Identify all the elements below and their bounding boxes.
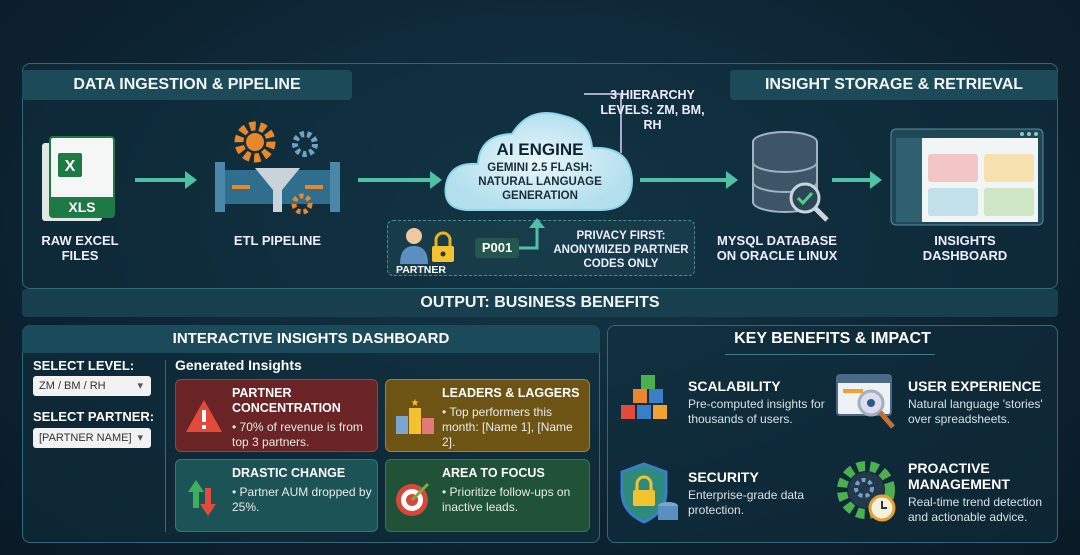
excel-file-icon: X <box>40 135 122 230</box>
insight-card-area-to-focus[interactable]: AREA TO FOCUS • Prioritize follow-ups on… <box>385 459 590 532</box>
partner-code: P001 <box>475 238 519 258</box>
privacy-note: PRIVACY FIRST: ANONYMIZED PARTNER CODES … <box>553 230 689 270</box>
dashboard-label: INSIGHTS DASHBOARD <box>922 233 1008 263</box>
generated-insights-title: Generated Insights <box>175 357 302 373</box>
magnifier-eye-icon <box>835 373 901 438</box>
cloud-icon <box>440 100 640 225</box>
card-body: • Partner AUM dropped by 25%. <box>232 485 372 514</box>
benefit-title: SCALABILITY <box>688 378 781 394</box>
card-body: • 70% of revenue is from top 3 partners. <box>232 420 363 449</box>
benefit-body: Real-time trend detection and actionable… <box>908 495 1043 524</box>
partner-label: PARTNER <box>396 264 446 276</box>
insight-card-partner-concentration[interactable]: PARTNER CONCENTRATION • 70% of revenue i… <box>175 379 378 452</box>
benefit-title: USER EXPERIENCE <box>908 378 1042 394</box>
ingestion-header: DATA INGESTION & PIPELINE <box>22 70 352 100</box>
hierarchy-connector <box>584 93 622 153</box>
raw-excel-label: RAW EXCEL FILES <box>41 233 119 263</box>
insight-card-leaders-laggers[interactable]: ★ LEADERS & LAGGERS • Top performers thi… <box>385 379 590 452</box>
benefit-scalability: SCALABILITY Pre-computed insights for th… <box>688 378 868 427</box>
arrow-icon <box>832 171 882 189</box>
output-header: OUTPUT: BUSINESS BENEFITS <box>22 289 1058 317</box>
select-level-label: SELECT LEVEL: <box>33 358 135 373</box>
select-partner-label: SELECT PARTNER: <box>33 409 155 424</box>
gear-clock-icon <box>836 460 902 531</box>
arrow-icon <box>135 171 197 189</box>
card-body: • Prioritize follow-ups on inactive lead… <box>442 485 571 514</box>
benefit-user-experience: USER EXPERIENCE Natural language 'storie… <box>908 378 1080 427</box>
benefits-title-underline <box>725 354 935 355</box>
insight-card-drastic-change[interactable]: DRASTIC CHANGE • Partner AUM dropped by … <box>175 459 378 532</box>
database-icon <box>745 128 835 228</box>
select-partner-dropdown[interactable]: [PARTNER NAME] <box>33 428 151 448</box>
shield-lock-icon <box>620 462 682 529</box>
podium-icon: ★ <box>396 398 434 434</box>
up-arrow-icon <box>519 218 549 257</box>
ai-engine-subtitle: GEMINI 2.5 FLASH: NATURAL LANGUAGE GENER… <box>478 162 602 202</box>
divider <box>165 360 166 532</box>
arrow-icon <box>358 171 442 189</box>
card-title: PARTNER CONCENTRATION <box>232 386 341 415</box>
up-down-arrows-icon <box>188 480 216 516</box>
card-title: AREA TO FOCUS <box>442 466 545 480</box>
storage-header: INSIGHT STORAGE & RETRIEVAL <box>730 70 1058 100</box>
benefit-title: SECURITY <box>688 469 759 485</box>
warning-icon <box>186 400 222 432</box>
cubes-icon <box>617 373 679 436</box>
svg-text:X: X <box>65 158 76 175</box>
hierarchy-note: 3 HIERARCHY LEVELS: ZM, BM, RH <box>600 88 705 132</box>
benefit-title: PROACTIVE MANAGEMENT <box>908 460 1010 492</box>
dashboard-preview-icon <box>890 128 1044 231</box>
target-icon <box>396 482 430 516</box>
card-body: • Top performers this month: [Name 1], [… <box>442 405 573 449</box>
partner-user-icon <box>398 226 460 271</box>
card-title: DRASTIC CHANGE <box>232 466 346 480</box>
etl-label: ETL PIPELINE <box>233 233 322 248</box>
ai-engine-title: AI ENGINE <box>496 140 584 159</box>
benefit-security: SECURITY Enterprise-grade data protectio… <box>688 469 868 518</box>
benefits-panel <box>607 325 1058 543</box>
benefit-body: Pre-computed insights for thousands of u… <box>688 397 825 426</box>
benefit-body: Natural language 'stories' over spreadsh… <box>908 397 1043 426</box>
benefits-title: KEY BENEFITS & IMPACT <box>734 330 931 347</box>
benefit-body: Enterprise-grade data protection. <box>688 488 805 517</box>
etl-pipeline-icon <box>210 120 345 230</box>
benefit-proactive-management: PROACTIVE MANAGEMENT Real-time trend det… <box>908 460 1080 525</box>
select-level-dropdown[interactable]: ZM / BM / RH <box>33 376 151 396</box>
mysql-label: MYSQL DATABASE ON ORACLE LINUX <box>716 233 838 263</box>
excel-badge: XLS <box>68 199 96 215</box>
card-title: LEADERS & LAGGERS <box>442 386 580 400</box>
dashboard-title: INTERACTIVE INSIGHTS DASHBOARD <box>22 325 600 353</box>
svg-text:★: ★ <box>411 398 420 409</box>
arrow-icon <box>640 171 738 189</box>
